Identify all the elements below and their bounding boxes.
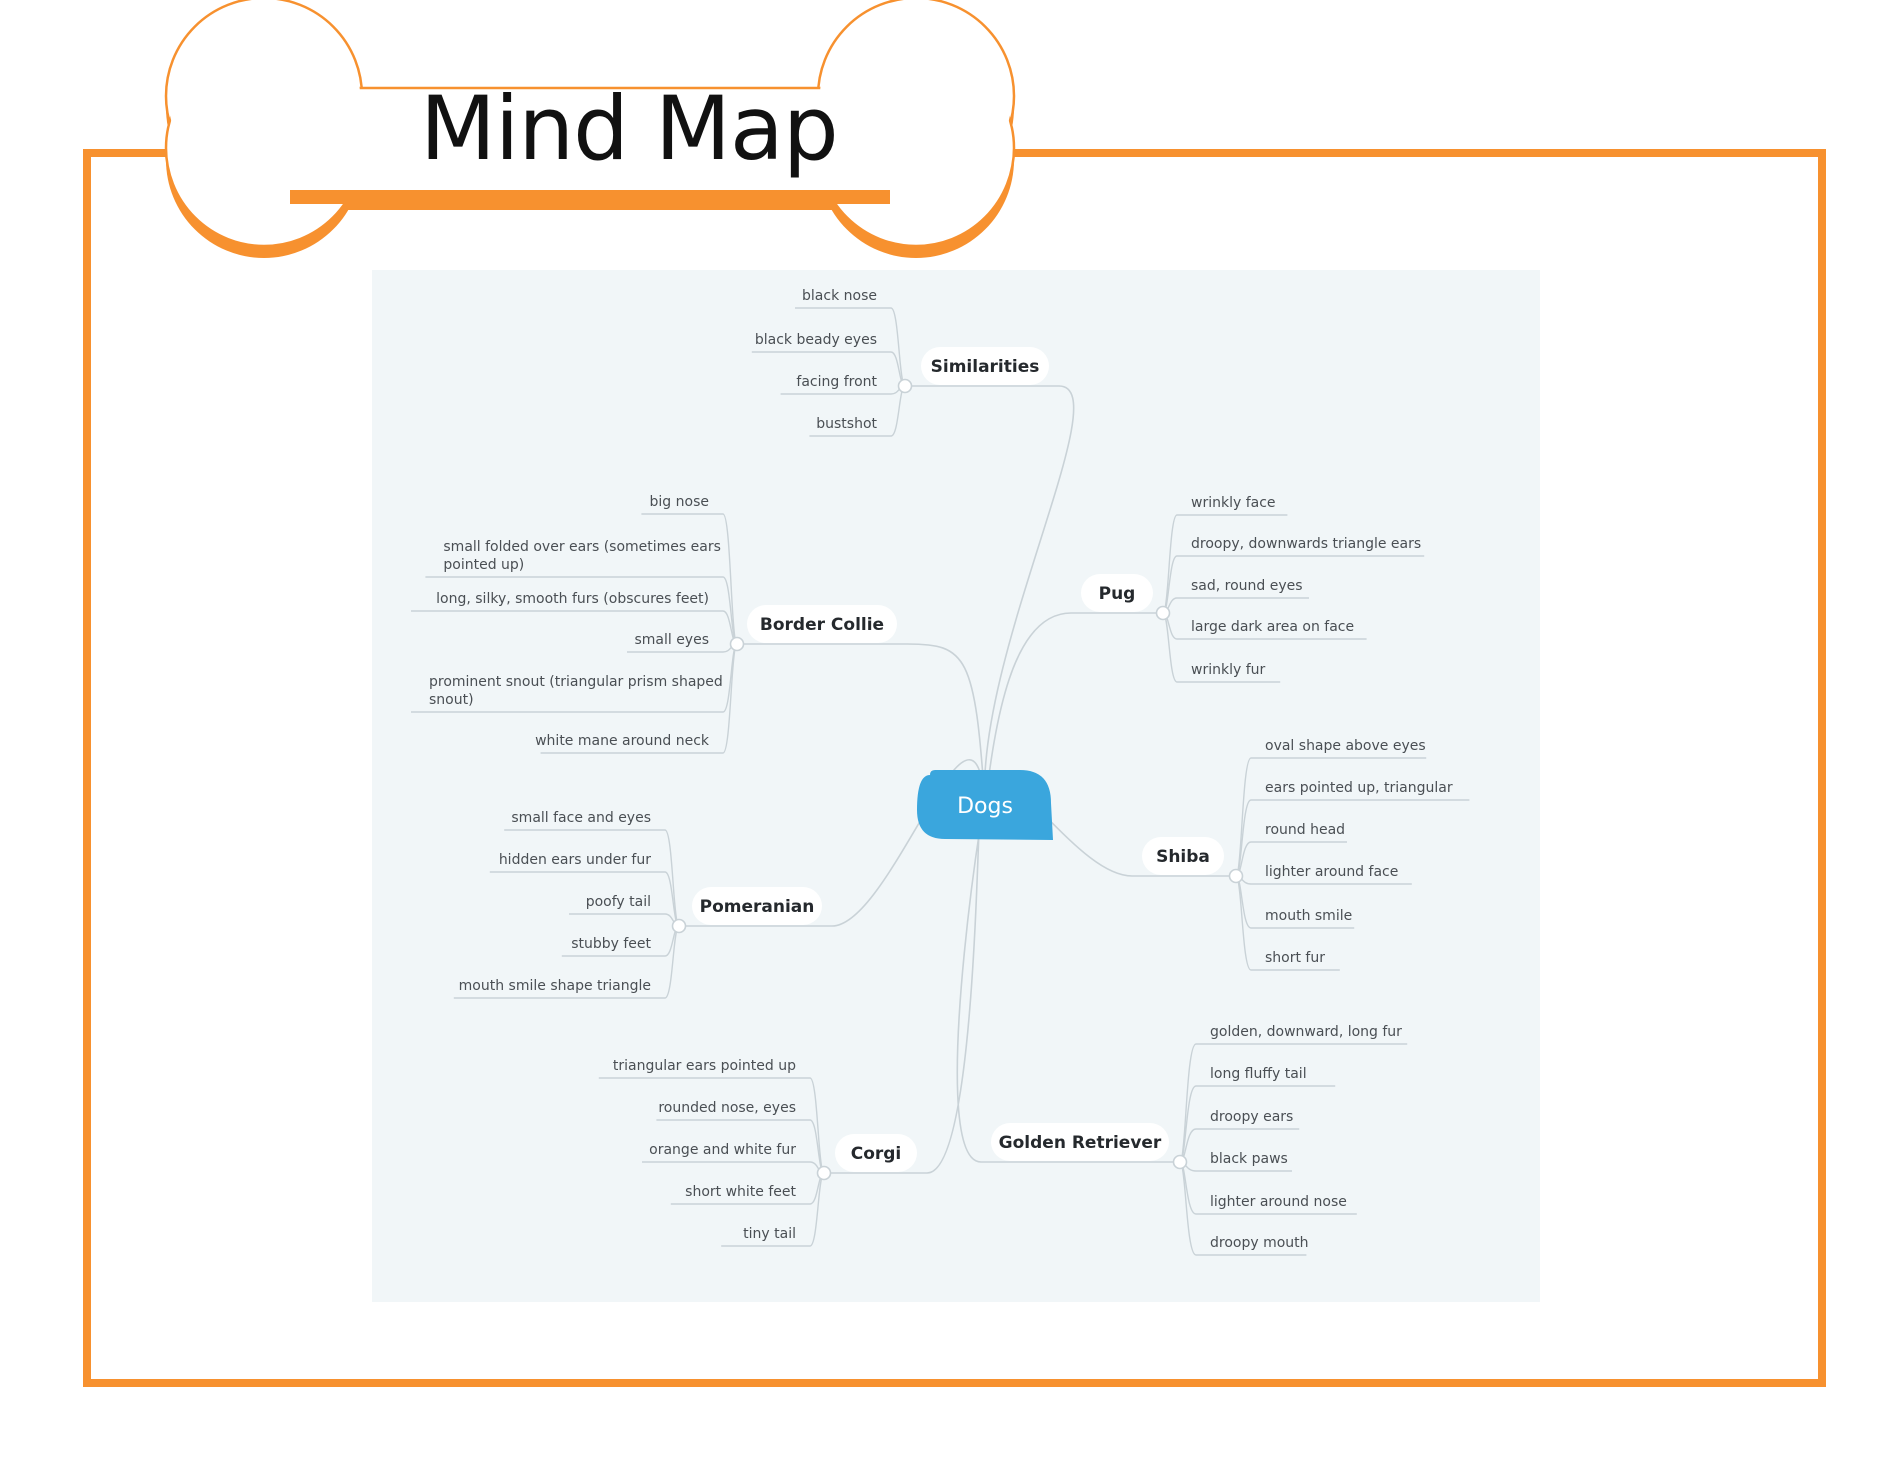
leaf-text: sad, round eyes [1191, 578, 1303, 594]
leaf-connector [664, 925, 680, 999]
leaf-text: bustshot [816, 416, 877, 432]
branch-label-border-collie: Border Collie [760, 615, 884, 635]
leaf-text: droopy, downwards triangle ears [1191, 536, 1421, 552]
branch-node-border-collie[interactable] [747, 605, 897, 643]
leaf-text: round head [1265, 822, 1345, 838]
leaf-text: wrinkly face [1191, 495, 1276, 511]
branch-collapse-handle[interactable] [671, 918, 687, 934]
leaf-connector [664, 829, 680, 927]
branch-label-pug: Pug [1099, 584, 1136, 604]
leaf-text: small face and eyes [511, 810, 651, 826]
leaf-text: oval shape above eyes [1265, 738, 1426, 754]
center-label: Dogs [957, 794, 1013, 819]
leaf-connector [1179, 1161, 1197, 1256]
leaf-connector [809, 1077, 825, 1174]
mind-map-canvas: black nose black beady eyes facing front bu… [372, 270, 1540, 1302]
leaf-text: short fur [1265, 950, 1325, 966]
branch-collapse-handle[interactable] [1172, 1154, 1188, 1170]
leaf-text: lighter around nose [1210, 1194, 1347, 1210]
leaf-text: wrinkly fur [1191, 662, 1266, 678]
leaf-text: white mane around neck [535, 733, 710, 749]
leaf-text: prominent snout (triangular prism shaped… [429, 674, 723, 708]
leaf-connector [1235, 875, 1252, 971]
branch-label-golden-retriever: Golden Retriever [999, 1133, 1162, 1153]
leaf-text: triangular ears pointed up [613, 1058, 796, 1074]
branch-collapse-handle[interactable] [1155, 605, 1171, 621]
leaf-text: facing front [796, 374, 877, 390]
nodes: black nose black beady eyes facing front bu… [429, 288, 1453, 1251]
mind-map: black nose black beady eyes facing front bu… [411, 288, 1470, 1256]
trunk-line [906, 643, 986, 806]
trunk-line [983, 385, 1075, 806]
branch-collapse-handle[interactable] [816, 1165, 832, 1181]
branch-collapse-handle[interactable] [897, 378, 913, 394]
branch-collapse-handle[interactable] [729, 636, 745, 652]
branch-label-shiba: Shiba [1156, 847, 1210, 867]
branch-node-similarities[interactable] [921, 347, 1049, 385]
leaf-text: hidden ears under fur [499, 852, 651, 868]
leaf-text: small eyes [634, 632, 709, 648]
leaf-connector [890, 307, 906, 387]
branch-node-golden-retriever[interactable] [991, 1123, 1169, 1161]
branch-label-corgi: Corgi [851, 1144, 902, 1164]
leaf-text: black beady eyes [755, 332, 877, 348]
leaf-text: long fluffy tail [1210, 1066, 1307, 1082]
center-node-dogs[interactable] [917, 770, 1053, 840]
leaf-text: golden, downward, long fur [1210, 1024, 1402, 1040]
leaf-text: orange and white fur [649, 1142, 796, 1158]
leaf-text: poofy tail [586, 894, 651, 910]
leaf-text: tiny tail [743, 1226, 796, 1242]
leaf-text: black nose [802, 288, 877, 304]
leaf-text: mouth smile [1265, 908, 1352, 924]
leaf-text: long, silky, smooth furs (obscures feet) [436, 591, 709, 607]
leaf-connector [1179, 1043, 1197, 1163]
leaf-text: droopy mouth [1210, 1235, 1309, 1251]
branch-label-pomeranian: Pomeranian [700, 897, 815, 917]
leaf-text: lighter around face [1265, 864, 1398, 880]
leaf-text: rounded nose, eyes [658, 1100, 796, 1116]
branch-node-shiba[interactable] [1142, 837, 1224, 875]
leaf-text: short white feet [685, 1184, 796, 1200]
leaf-text: ears pointed up, triangular [1265, 780, 1453, 796]
leaf-text: black paws [1210, 1151, 1288, 1167]
leaf-connector [722, 643, 738, 754]
branch-label-similarities: Similarities [931, 357, 1040, 377]
leaf-text: big nose [650, 494, 709, 510]
leaf-text: mouth smile shape triangle [459, 978, 651, 994]
leaf-connector [1162, 612, 1178, 683]
leaf-text: stubby feet [571, 936, 651, 952]
leaf-connector [1235, 757, 1252, 877]
leaf-text: large dark area on face [1191, 619, 1354, 635]
branch-collapse-handle[interactable] [1228, 868, 1244, 884]
page-title: Mind Map [420, 77, 839, 180]
branch-node-pug[interactable] [1081, 574, 1153, 612]
leaf-text: droopy ears [1210, 1109, 1293, 1125]
branch-node-corgi[interactable] [835, 1134, 917, 1172]
leaf-connector [809, 1172, 825, 1247]
branch-node-pomeranian[interactable] [692, 887, 822, 925]
bone-title-banner [164, 0, 1016, 258]
